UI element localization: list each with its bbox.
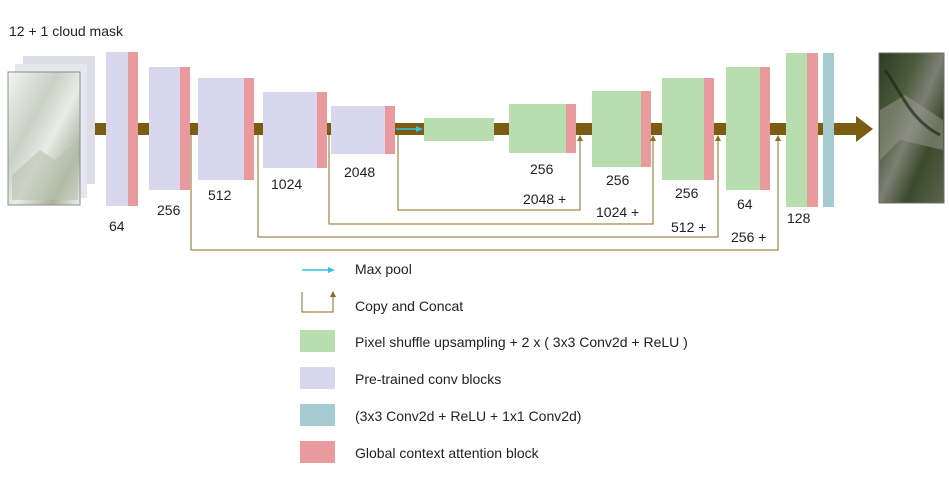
maxpool-arrowhead [416,126,423,132]
input-image-texture [12,140,78,200]
decoder-block-128 [786,53,807,207]
legend-attention-text: Global context attention block [355,445,539,461]
skip-label-2048: 2048 + [523,191,567,207]
encoder-label-2048: 2048 [344,164,376,180]
decoder-attention-64 [760,67,770,190]
decoder-label-128: 128 [787,210,811,226]
output-arrowhead [856,116,873,142]
skip-connection-256 [190,135,779,251]
skip-connection-1024 [328,135,654,225]
encoder-attention-1024 [317,92,327,168]
skip-connection-2048 [397,135,581,211]
input-label: 12 + 1 cloud mask [9,23,124,39]
output-image-river [883,69,941,137]
decoder-attention-256-b [641,91,651,167]
legend-green-swatch [300,330,335,352]
skip-label-256: 256 + [731,229,767,245]
decoder-attention-256-c [704,78,714,180]
decoder-label-256-a: 256 [530,161,554,177]
skip-label-1024: 1024 + [596,204,640,220]
encoder-block-64 [106,52,128,206]
encoder-attention-64 [128,52,138,206]
encoder-attention-256 [180,67,190,190]
final-conv-block [823,53,834,207]
encoder-attention-2048 [385,106,395,154]
decoder-block-256-a [509,104,566,153]
output-image-texture [880,95,943,160]
decoder-block-256-c [662,78,704,180]
skip-arrowhead-2048 [577,135,583,141]
legend-upsampling-text: Pixel shuffle upsampling + 2 x ( 3x3 Con… [355,334,688,350]
decoder-attention-256-a [566,104,576,153]
legend-pretrained-text: Pre-trained conv blocks [355,371,502,387]
legend-maxpool-text: Max pool [355,261,412,277]
encoder-block-512 [198,78,244,180]
decoder-label-256-b: 256 [606,172,630,188]
legend-pink-swatch [300,441,335,463]
decoder-block-64 [726,67,760,190]
legend-final-conv-text: (3x3 Conv2d + ReLU + 1x1 Conv2d) [355,408,582,424]
decoder-block-256-b [592,91,641,167]
encoder-block-2048 [331,106,385,154]
encoder-label-1024: 1024 [271,176,303,192]
legend-copy-concat-arrow-icon [301,292,334,313]
legend-teal-swatch [300,404,335,426]
skip-label-512: 512 + [671,219,707,235]
encoder-label-256: 256 [157,202,181,218]
encoder-block-1024 [263,92,317,168]
bottleneck-block [424,118,494,141]
legend-copy-concat-arrowhead-icon [330,291,336,297]
legend-maxpool-arrowhead-icon [328,267,335,273]
decoder-label-64: 64 [737,196,753,212]
encoder-block-256 [149,67,180,190]
encoder-label-64: 64 [109,218,125,234]
skip-arrowhead-512 [715,135,721,141]
encoder-attention-512 [244,78,254,180]
skip-arrowhead-1024 [650,135,656,141]
legend-lavender-swatch [300,367,335,389]
legend-copy-concat-text: Copy and Concat [355,298,464,314]
decoder-label-256-c: 256 [675,185,699,201]
encoder-label-512: 512 [208,187,232,203]
skip-connection-512 [257,135,719,238]
skip-arrowhead-256 [775,135,781,141]
decoder-attention-128 [807,53,818,207]
